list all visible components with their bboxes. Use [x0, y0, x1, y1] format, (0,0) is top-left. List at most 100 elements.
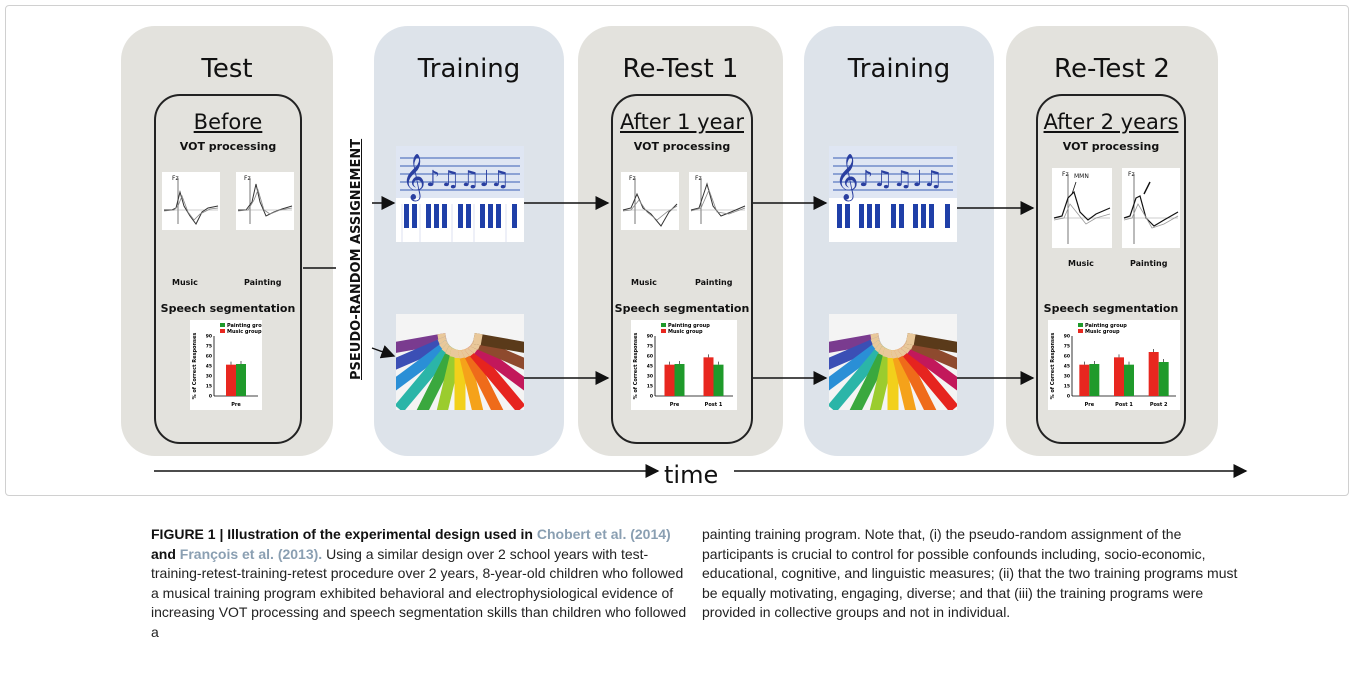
y-axis-label: % of Correct Responses — [1050, 333, 1056, 400]
pencil-tip — [472, 333, 483, 346]
legend-label-music: Music group — [1085, 329, 1120, 335]
fz-label: Fz — [1062, 171, 1069, 178]
panel-title-retest-2: Re-Test 2 — [1054, 54, 1170, 84]
pencil — [416, 346, 459, 410]
painting-training-image-2 — [829, 314, 957, 410]
y-tick-label: 75 — [206, 344, 212, 350]
pencil — [897, 343, 957, 410]
y-tick-label: 15 — [647, 384, 653, 390]
y-tick-label: 75 — [647, 344, 653, 350]
legend-swatch-music — [661, 329, 666, 333]
colored-pencils-icon — [396, 314, 524, 410]
pencil — [905, 333, 957, 353]
y-tick-label: 15 — [206, 384, 212, 390]
pencil — [461, 346, 504, 410]
card-title-before: Before — [193, 110, 263, 134]
vot-label-before: VOT processing — [179, 140, 277, 153]
figure-caption-right: painting training program. Note that, (i… — [702, 525, 1247, 623]
caption-left-text: Using a similar design over 2 school yea… — [151, 545, 687, 640]
mmn-label: MMN — [1074, 173, 1089, 180]
pencil — [849, 346, 892, 410]
y-tick-label: 45 — [206, 364, 212, 370]
figure-frame: Test Training Re-Test 1 Training Re-Test… — [5, 5, 1349, 496]
x-tick-label: Pre — [231, 402, 241, 408]
svg-text:♪♫♫♩♫: ♪♫♫♩♫ — [426, 167, 510, 192]
x-tick-label: Post 1 — [1115, 402, 1133, 408]
bar-music — [1114, 357, 1124, 396]
pencil — [903, 336, 957, 370]
colored-pencils-icon — [829, 314, 957, 410]
y-tick-label: 90 — [206, 334, 212, 340]
pencil — [396, 339, 453, 391]
citation-francois[interactable]: François et al. (2013). — [179, 545, 323, 562]
painting-training-image — [396, 314, 524, 410]
erp-waveform-music-after-1: Fz — [621, 172, 679, 230]
x-tick-label: Post 1 — [705, 402, 723, 408]
y-tick-label: 0 — [650, 394, 653, 400]
y-tick-label: 45 — [1064, 364, 1070, 370]
legend-label-music: Music group — [227, 329, 262, 335]
card-after-2-years: After 2 years VOT processing Fz MMN Musi… — [1036, 94, 1186, 444]
y-tick-label: 30 — [206, 374, 212, 380]
bar-music — [703, 357, 714, 396]
legend-swatch-painting — [1078, 323, 1083, 327]
erp-waveform-painting-before: Fz — [236, 172, 294, 230]
svg-text:𝄞: 𝄞 — [402, 154, 426, 202]
y-tick-label: 0 — [1067, 394, 1070, 400]
erp-waveform-music-after-2: Fz MMN — [1052, 168, 1112, 248]
legend-label-painting: Painting group — [1085, 323, 1127, 329]
bar-music — [1148, 352, 1159, 396]
fz-label: Fz — [172, 175, 179, 182]
y-tick-label: 90 — [647, 334, 653, 340]
y-tick-label: 30 — [1064, 374, 1070, 380]
erp-label-painting-before: Painting — [244, 278, 282, 287]
erp-waveform-painting-after-2: Fz — [1122, 168, 1180, 248]
music-notes-icon: 𝄞 ♪♫♫♩♫ — [396, 146, 524, 242]
x-tick-label: Pre — [1085, 402, 1095, 408]
pencil — [829, 336, 883, 370]
speech-seg-label-after-1: Speech segmentation — [614, 302, 750, 315]
caption-and: and — [151, 545, 176, 562]
music-training-image: 𝄞 ♪♫♫♩♫ — [396, 146, 524, 242]
bar-painting — [1124, 364, 1134, 396]
pencil — [829, 333, 881, 353]
pencil — [464, 343, 524, 410]
fz-label: Fz — [244, 175, 251, 182]
y-axis-label: % of Correct Responses — [633, 333, 639, 400]
erp-label-music-after-2: Music — [1068, 259, 1094, 268]
y-tick-label: 60 — [206, 354, 212, 360]
pencil — [396, 336, 450, 370]
bar-painting — [236, 364, 246, 396]
erp-waveform-music-before: Fz — [162, 172, 220, 230]
legend-swatch-painting — [220, 323, 225, 327]
vot-label-after-2-years: VOT processing — [1062, 140, 1160, 153]
speech-seg-label-after-2: Speech segmentation — [1043, 302, 1179, 315]
citation-chobert[interactable]: Chobert et al. (2014) — [536, 526, 671, 542]
legend-label-painting: Painting group — [668, 323, 710, 329]
card-after-1-year: After 1 year VOT processing Fz Music Fz … — [611, 94, 753, 444]
y-axis-label: % of Correct Responses — [192, 333, 198, 400]
caption-right-text: painting training program. Note that, (i… — [702, 526, 1238, 620]
pencil — [457, 348, 484, 410]
bar-music — [664, 364, 675, 396]
erp-label-music-after-1: Music — [631, 278, 657, 287]
pencil — [436, 348, 463, 410]
panel-title-test: Test — [201, 54, 253, 84]
legend-swatch-music — [220, 329, 225, 333]
music-notes-icon: 𝄞 ♪♫♫♩♫ — [829, 146, 957, 242]
bar-painting — [1089, 364, 1100, 396]
pencil — [470, 336, 524, 370]
x-tick-label: Post 2 — [1150, 402, 1168, 408]
bar-music — [226, 364, 236, 396]
bar-music — [1079, 364, 1090, 396]
erp-label-painting-after-1: Painting — [695, 278, 733, 287]
y-tick-label: 45 — [647, 364, 653, 370]
fz-label: Fz — [695, 175, 702, 182]
bar-painting — [1158, 362, 1169, 396]
figure-label: FIGURE 1 | Illustration of the experimen… — [151, 526, 533, 542]
bar-painting — [674, 364, 685, 396]
pencil — [894, 346, 937, 410]
pencil — [396, 343, 456, 410]
